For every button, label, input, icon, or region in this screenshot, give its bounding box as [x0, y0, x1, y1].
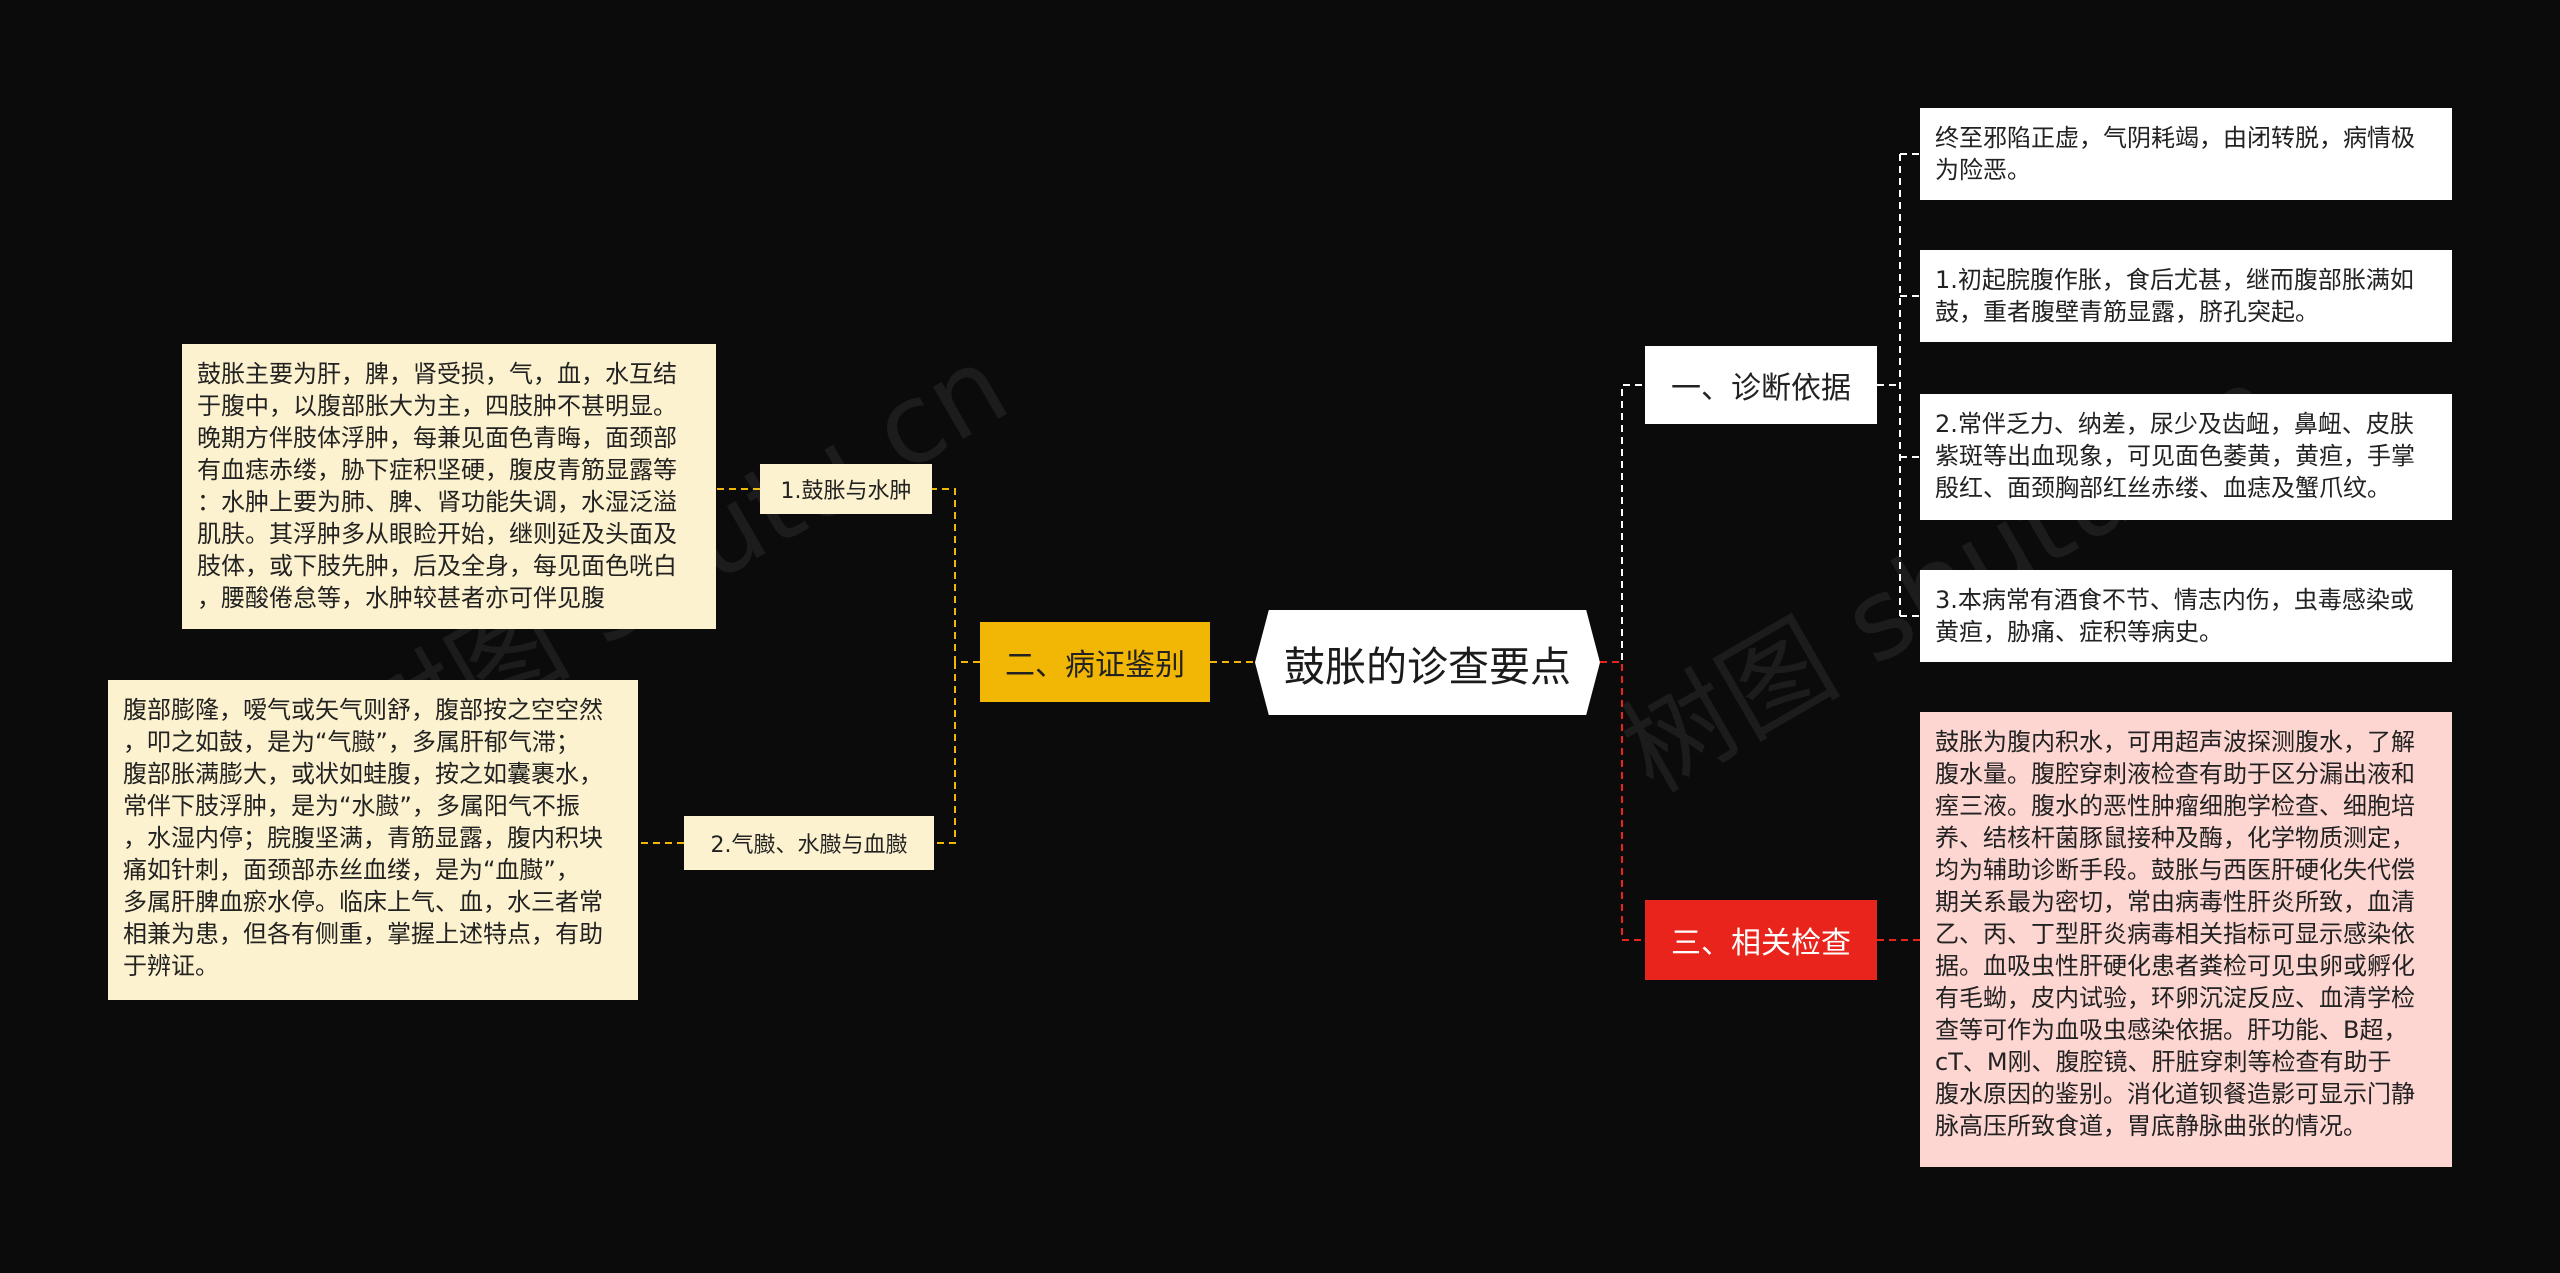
leaf-diagnosis-3[interactable]: 3.本病常有酒食不节、情志内伤，虫毒感染或 黄疸，胁痛、症积等病史。 — [1920, 570, 2452, 662]
branch-tests[interactable]: 三、相关检查 — [1645, 900, 1877, 980]
connector-center-tests — [1600, 661, 1645, 941]
leaf-edema[interactable]: 鼓胀主要为肝，脾，肾受损，气，血，水互结 于腹中，以腹部胀大为主，四肢肿不甚明显… — [182, 344, 716, 629]
leaf-diagnosis-2[interactable]: 2.常伴乏力、纳差，尿少及齿衄，鼻衄、皮肤 紫斑等出血现象，可见面色萎黄，黄疸，… — [1920, 394, 2452, 520]
central-topic[interactable]: 鼓胀的诊查要点 — [1255, 610, 1600, 715]
branch-differential[interactable]: 二、病证鉴别 — [980, 622, 1210, 702]
sub-types-label: 2.气臌、水臌与血臌 — [710, 833, 908, 858]
sub-types[interactable]: 2.气臌、水臌与血臌 — [684, 816, 934, 870]
leaf-types[interactable]: 腹部膨隆，嗳气或矢气则舒，腹部按之空空然 ，叩之如鼓，是为“气臌”，多属肝郁气滞… — [108, 680, 638, 1000]
connector-diagnosis-leaves — [1877, 153, 1920, 617]
branch-tests-label: 三、相关检查 — [1671, 926, 1851, 961]
sub-edema-label: 1.鼓胀与水肿 — [780, 479, 912, 504]
branch-diagnosis-label: 一、诊断依据 — [1671, 371, 1851, 406]
leaf-tests[interactable]: 鼓胀为腹内积水，可用超声波探测腹水，了解 腹水量。腹腔穿刺液检查有助于区分漏出液… — [1920, 712, 2452, 1167]
branch-diagnosis[interactable]: 一、诊断依据 — [1645, 346, 1877, 424]
leaf-diagnosis-prognosis[interactable]: 终至邪陷正虚，气阴耗竭，由闭转脱，病情极 为险恶。 — [1920, 108, 2452, 200]
sub-edema[interactable]: 1.鼓胀与水肿 — [760, 464, 932, 514]
central-topic-label: 鼓胀的诊查要点 — [1284, 642, 1571, 691]
connector-differential-subs — [932, 488, 980, 844]
branch-differential-label: 二、病证鉴别 — [1005, 648, 1185, 683]
connector-center-diagnosis — [1600, 384, 1645, 663]
leaf-diagnosis-1[interactable]: 1.初起脘腹作胀，食后尤甚，继而腹部胀满如 鼓，重者腹壁青筋显露，脐孔突起。 — [1920, 250, 2452, 342]
